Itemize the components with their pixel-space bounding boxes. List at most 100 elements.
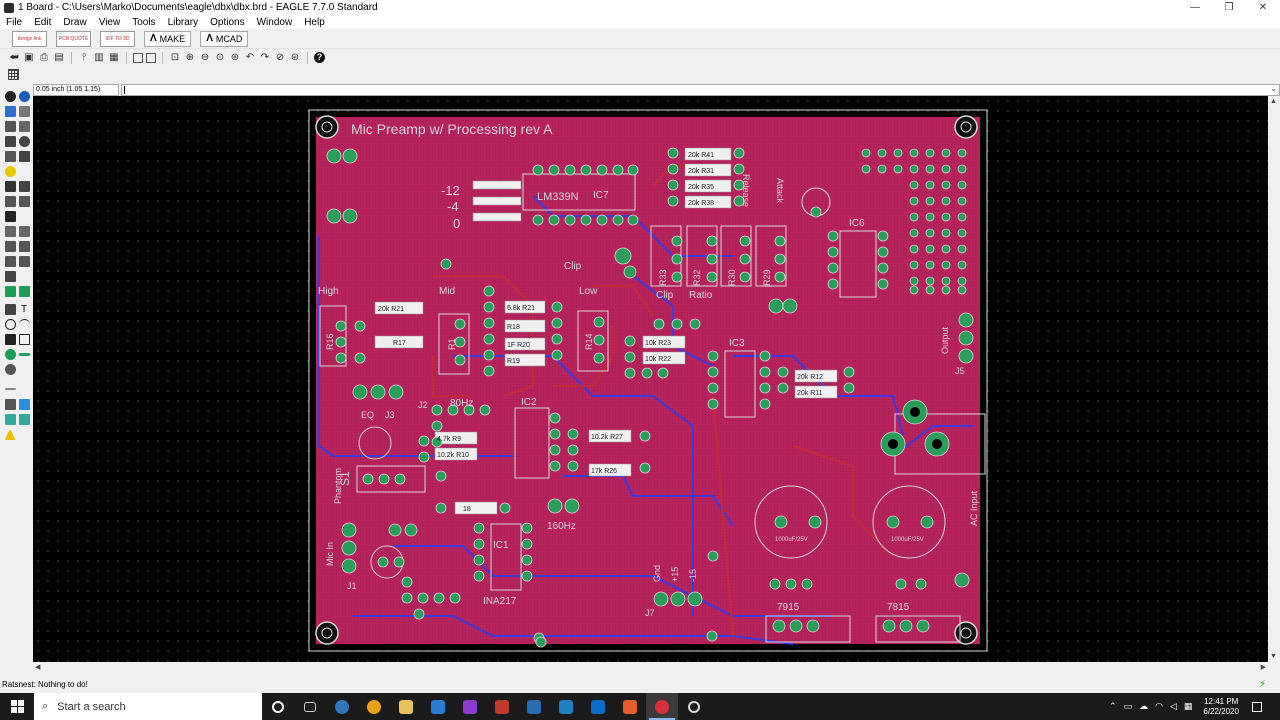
mark-icon[interactable] — [18, 106, 30, 117]
task-view-button[interactable] — [294, 693, 326, 720]
save-icon[interactable]: ▣ — [24, 52, 34, 63]
stop-icon[interactable]: ⊘ — [275, 52, 285, 63]
hole-icon[interactable] — [4, 364, 16, 375]
print-icon[interactable]: ⎙ — [40, 52, 48, 63]
go-icon[interactable]: ⚡ — [1258, 679, 1266, 690]
scroll-left-icon[interactable]: ◀ — [35, 664, 41, 671]
warning-icon[interactable] — [4, 429, 16, 440]
chevron-down-icon[interactable]: ⌄ — [1270, 84, 1277, 93]
scroll-down-icon[interactable]: ▼ — [1270, 653, 1277, 660]
scroll-up-icon[interactable]: ▲ — [1270, 98, 1277, 105]
eagle-taskbar-button[interactable] — [646, 693, 678, 720]
menu-library[interactable]: Library — [167, 17, 199, 28]
board-icon[interactable]: ▥ — [94, 52, 104, 63]
keyboard-icon[interactable]: ▦ — [1183, 701, 1193, 711]
scroll-right-icon[interactable]: ▶ — [1260, 664, 1266, 671]
menu-file[interactable]: File — [6, 17, 23, 28]
autoroute-icon[interactable] — [4, 286, 16, 297]
lock-icon[interactable] — [4, 211, 16, 222]
name-icon[interactable] — [4, 196, 16, 207]
app-blue-button[interactable] — [550, 693, 582, 720]
wps-button[interactable] — [486, 693, 518, 720]
start-button[interactable] — [0, 693, 34, 720]
layer-icon[interactable] — [133, 52, 143, 63]
grid-icon[interactable] — [8, 69, 19, 80]
erc-icon[interactable] — [18, 399, 30, 410]
menu-options[interactable]: Options — [210, 17, 245, 28]
zoom-out-icon[interactable]: ⊖ — [200, 52, 210, 63]
text-icon[interactable]: T — [20, 304, 28, 315]
file-explorer-button[interactable] — [390, 693, 422, 720]
cortana-button[interactable] — [262, 693, 294, 720]
ripup-icon[interactable] — [18, 241, 30, 252]
copy-icon[interactable] — [18, 121, 30, 132]
delete-icon[interactable] — [4, 181, 16, 192]
menu-window[interactable]: Window — [256, 17, 293, 28]
cam-icon[interactable]: ▤ — [54, 52, 64, 63]
smash-icon[interactable] — [4, 256, 16, 267]
network-icon[interactable]: ▭ — [1123, 701, 1133, 711]
zoom-redraw-icon[interactable]: ⊙ — [215, 52, 225, 63]
add-icon[interactable] — [18, 181, 30, 192]
errors-icon[interactable] — [18, 414, 30, 425]
group-icon[interactable] — [4, 151, 16, 162]
restore-button[interactable]: ❐ — [1224, 2, 1234, 13]
move-icon[interactable] — [4, 121, 16, 132]
drc-icon[interactable] — [4, 414, 16, 425]
mirror-icon[interactable] — [4, 136, 16, 147]
optimize-icon[interactable] — [18, 226, 30, 237]
idf-to-3d-button[interactable]: IDF TO 3D — [100, 30, 135, 47]
menu-help[interactable]: Help — [304, 17, 325, 28]
polygon-icon[interactable] — [18, 334, 30, 345]
menu-draw[interactable]: Draw — [63, 17, 87, 28]
help-icon[interactable]: ? — [314, 52, 325, 63]
notification-icon[interactable] — [1252, 701, 1262, 712]
ulp-icon[interactable] — [146, 52, 156, 63]
chrome-button[interactable] — [358, 693, 390, 720]
command-line-input[interactable]: ⌄ — [121, 84, 1280, 96]
miter-icon[interactable] — [18, 256, 30, 267]
zoom-select-icon[interactable]: ⊛ — [230, 52, 240, 63]
design-link-button[interactable]: design link — [12, 30, 47, 47]
arc-icon[interactable] — [18, 319, 30, 330]
info-icon[interactable] — [4, 91, 16, 102]
meander-icon[interactable] — [4, 271, 16, 282]
show-icon[interactable] — [18, 91, 30, 102]
schematic-icon[interactable]: ⫯ — [81, 52, 87, 63]
store-button[interactable] — [422, 693, 454, 720]
value-icon[interactable] — [18, 196, 30, 207]
onedrive-icon[interactable]: ☁ — [1139, 701, 1149, 711]
app-purple-button[interactable] — [454, 693, 486, 720]
board-canvas[interactable]: Mic Preamp w/ Processing rev A LM339N IC… — [33, 96, 1268, 662]
ratsnest-icon[interactable] — [18, 286, 30, 297]
attribute-icon[interactable] — [4, 388, 16, 390]
display-icon[interactable] — [4, 106, 16, 117]
rotate-icon[interactable] — [18, 136, 30, 147]
script-icon[interactable]: ▦ — [109, 52, 119, 63]
pcb-quote-button[interactable]: PCB QUOTE — [56, 30, 91, 47]
horizontal-scrollbar[interactable]: ◀ ▶ — [33, 662, 1268, 674]
zoom-fit-icon[interactable]: ⊡ — [170, 52, 180, 63]
open-icon[interactable]: ⮨ — [9, 52, 19, 63]
circle-icon[interactable] — [4, 319, 16, 330]
menu-view[interactable]: View — [98, 17, 121, 28]
dimension-icon[interactable] — [4, 399, 16, 410]
go-icon[interactable]: ⊜ — [290, 52, 300, 63]
chevron-up-icon[interactable]: ⌃ — [1109, 701, 1117, 711]
app-gear-button[interactable] — [678, 693, 710, 720]
wifi-icon[interactable]: ◠ — [1155, 701, 1163, 711]
menu-edit[interactable]: Edit — [34, 17, 52, 28]
menu-tools[interactable]: Tools — [132, 17, 156, 28]
paste-icon[interactable] — [4, 166, 16, 177]
via-icon[interactable] — [4, 349, 16, 360]
undo-icon[interactable]: ↶ — [245, 52, 255, 63]
signal-icon[interactable] — [18, 353, 30, 356]
route-icon[interactable] — [4, 241, 16, 252]
taskbar-search[interactable]: ⌕ Start a search — [34, 693, 262, 720]
edge-button[interactable] — [326, 693, 358, 720]
change-icon[interactable] — [18, 151, 30, 162]
word-button[interactable] — [518, 693, 550, 720]
taskbar-clock[interactable]: 12:41 PM 6/22/2020 — [1203, 697, 1239, 717]
